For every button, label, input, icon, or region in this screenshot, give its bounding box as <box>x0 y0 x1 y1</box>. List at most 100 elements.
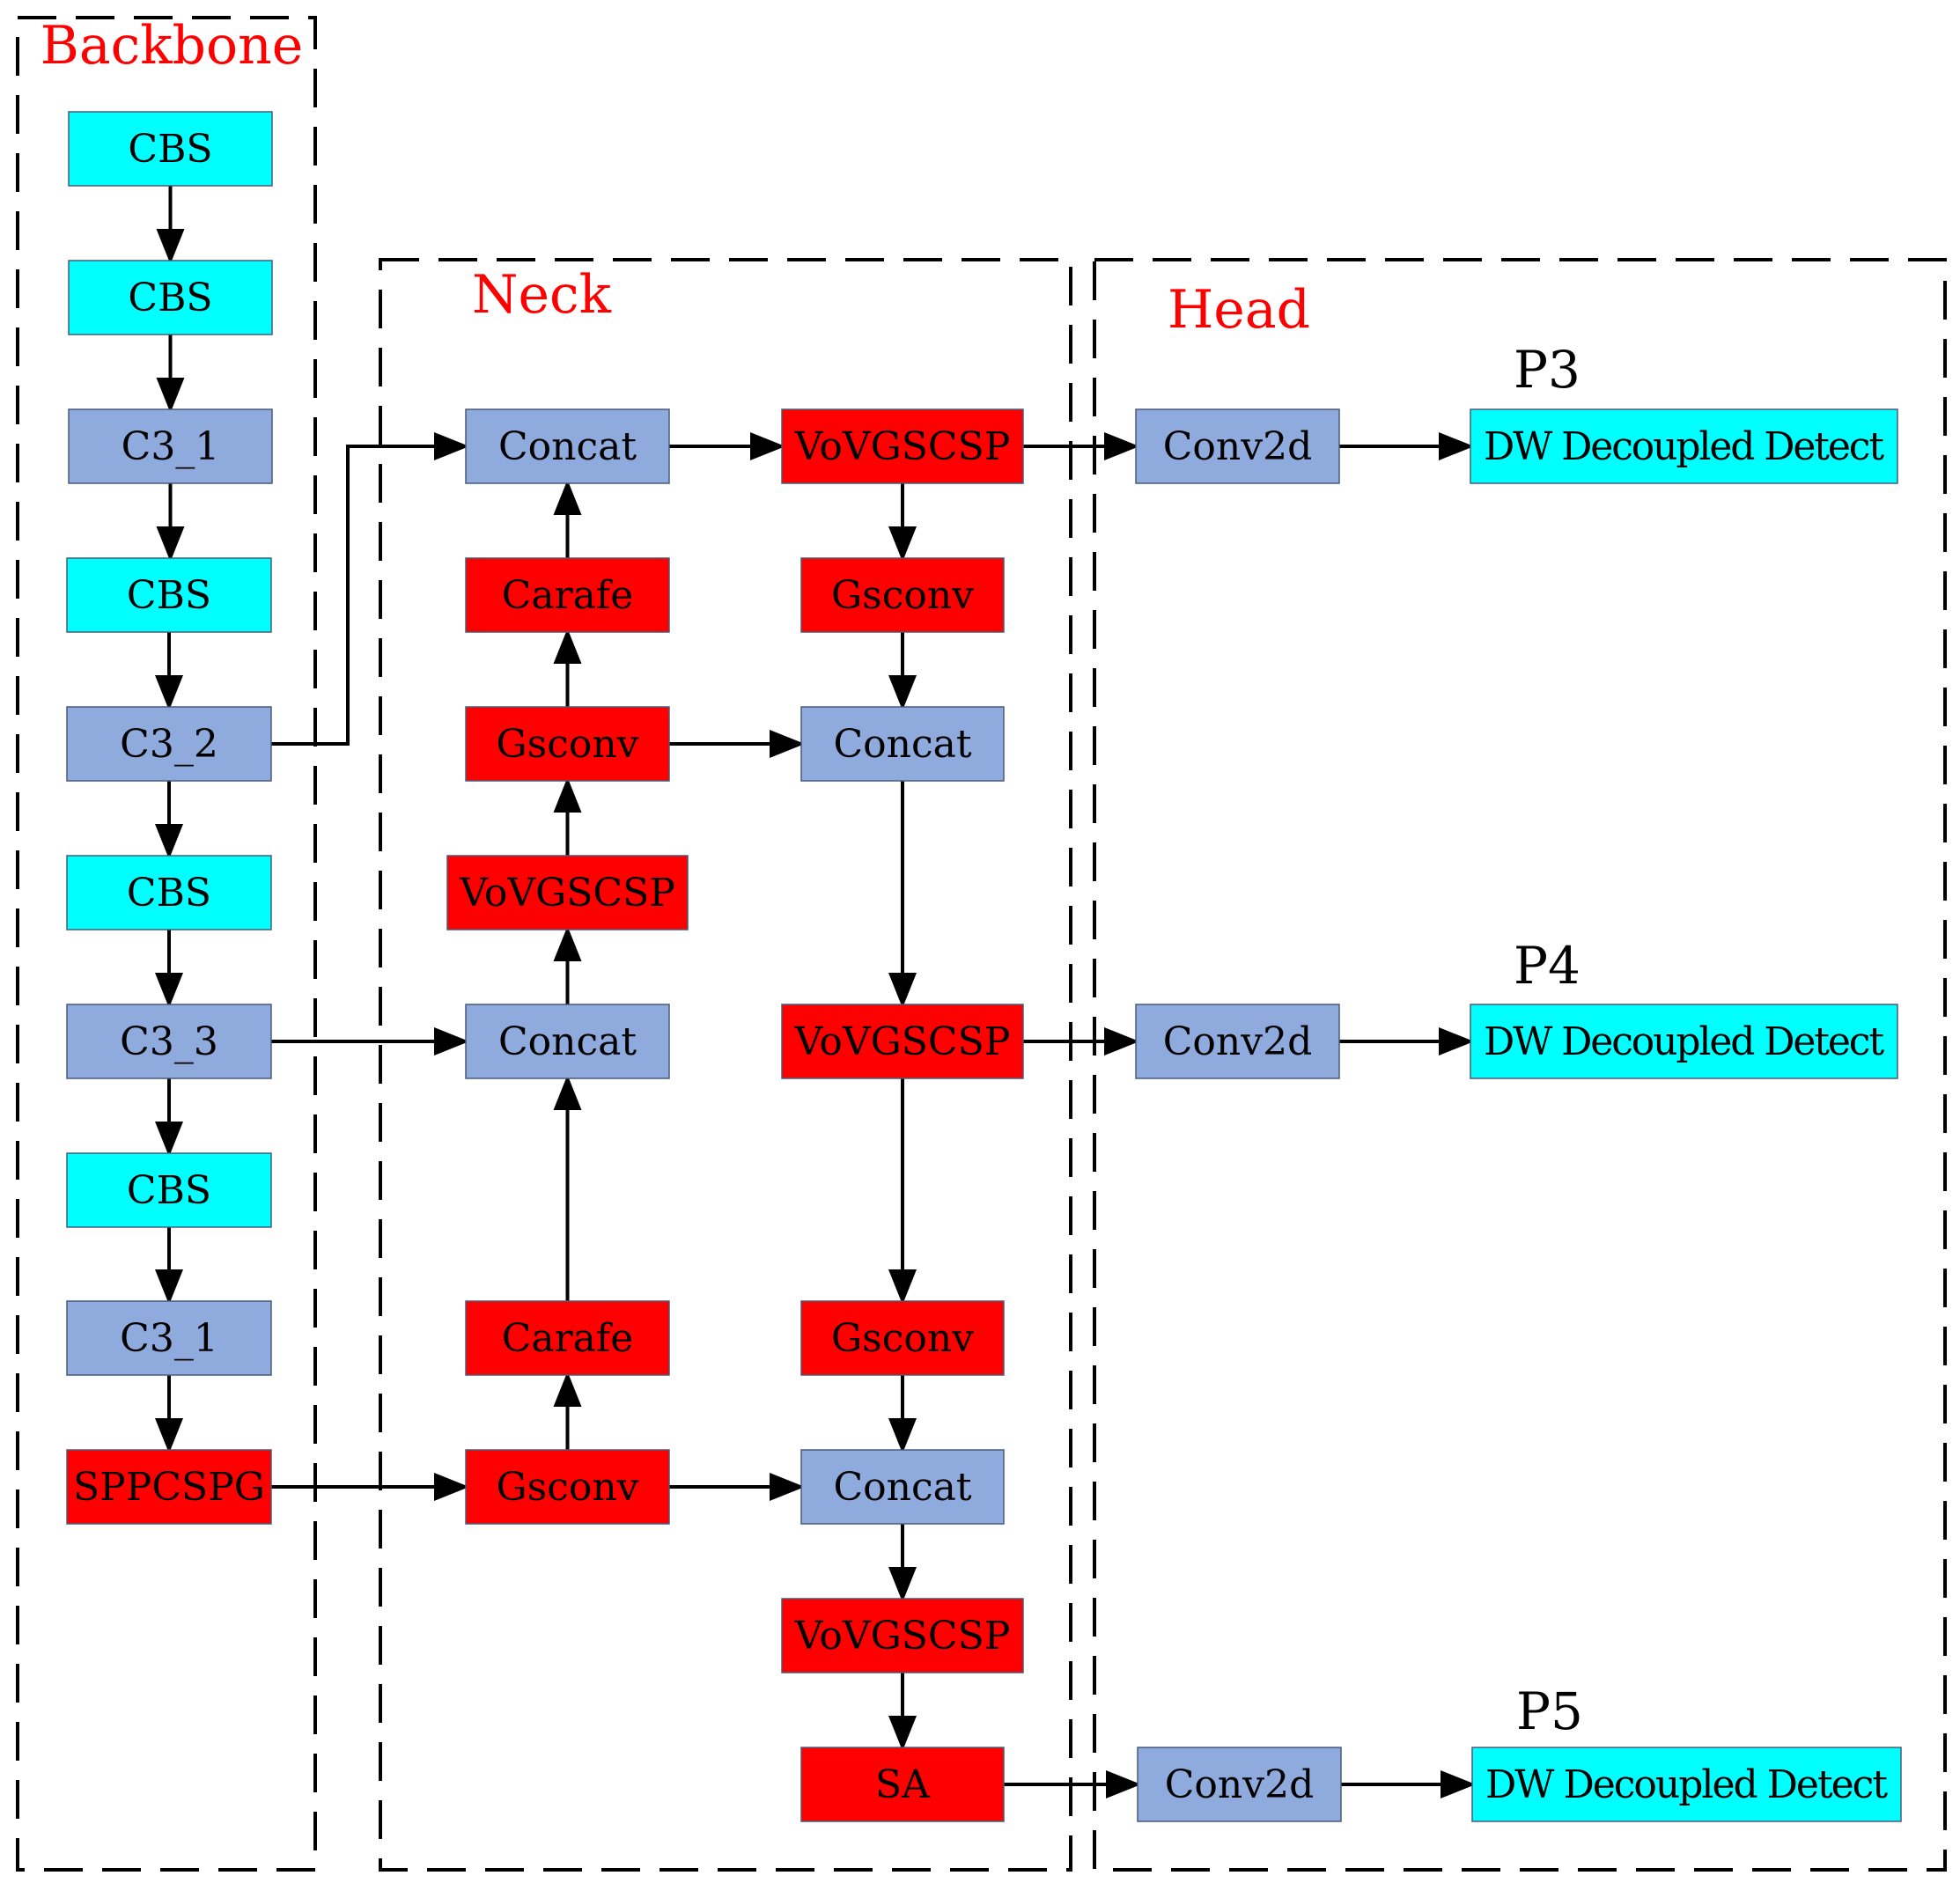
node-m6-label: Concat <box>833 1465 971 1510</box>
node-b1: CBS <box>68 111 273 187</box>
backbone-section <box>16 16 317 1872</box>
node-n6-label: Carafe <box>502 1316 634 1361</box>
node-b3: C3_1 <box>68 408 273 484</box>
node-n2-label: Carafe <box>502 573 634 618</box>
node-m8: SA <box>800 1747 1005 1822</box>
node-b8-box <box>66 1152 272 1228</box>
node-n1: Concat <box>465 408 670 484</box>
edge-b5-to-n1 <box>271 432 469 746</box>
node-b3-label: C3_1 <box>122 424 220 469</box>
p4-label: P4 <box>1514 936 1581 996</box>
node-h1-label: Conv2d <box>1163 424 1313 469</box>
node-m7: VoVGSCSP <box>781 1598 1024 1673</box>
node-b9-box <box>66 1300 272 1376</box>
node-h4-box <box>1470 1004 1898 1079</box>
node-n5-label: Concat <box>498 1019 637 1064</box>
node-n3-box <box>465 706 670 782</box>
p5-label: P5 <box>1516 1681 1583 1741</box>
node-b2: CBS <box>68 260 273 335</box>
node-h6-box <box>1471 1747 1902 1822</box>
node-m4-label: VoVGSCSP <box>794 1019 1011 1064</box>
node-b9-label: C3_1 <box>120 1316 218 1361</box>
node-n5: Concat <box>465 1004 670 1079</box>
node-m7-label: VoVGSCSP <box>794 1614 1011 1659</box>
node-n7-label: Gsconv <box>496 1465 638 1510</box>
node-n2-box <box>465 557 670 633</box>
node-h6: DW Decoupled Detect <box>1471 1747 1902 1822</box>
node-b6-label: CBS <box>127 871 211 916</box>
node-b2-label: CBS <box>128 276 212 320</box>
node-m5-label: Gsconv <box>831 1316 974 1361</box>
node-h4-label: DW Decoupled Detect <box>1484 1019 1884 1064</box>
head-title: Head <box>1168 279 1310 341</box>
node-n3: Gsconv <box>465 706 670 782</box>
node-m6-box <box>800 1449 1005 1525</box>
node-b4: CBS <box>66 557 272 633</box>
node-h5-label: Conv2d <box>1165 1762 1315 1807</box>
neck-section <box>379 258 1072 1872</box>
node-m4: VoVGSCSP <box>781 1004 1024 1079</box>
node-h4: DW Decoupled Detect <box>1470 1004 1898 1079</box>
node-h2: DW Decoupled Detect <box>1470 408 1898 484</box>
node-m2-label: Gsconv <box>831 573 974 618</box>
node-b10-box <box>66 1449 272 1525</box>
node-n3-label: Gsconv <box>496 722 638 767</box>
head-section <box>1093 258 1947 1872</box>
node-m8-label: SA <box>875 1762 931 1807</box>
node-m3-label: Concat <box>833 722 971 767</box>
node-n4-label: VoVGSCSP <box>459 871 675 916</box>
node-m3: Concat <box>800 706 1005 782</box>
node-b4-box <box>66 557 272 633</box>
node-m5-box <box>800 1300 1005 1376</box>
neck-title: Neck <box>472 264 612 326</box>
node-b3-box <box>68 408 273 484</box>
node-m2-box <box>800 557 1005 633</box>
node-b2-box <box>68 260 273 335</box>
node-n5-box <box>465 1004 670 1079</box>
node-n1-box <box>465 408 670 484</box>
node-m5: Gsconv <box>800 1300 1005 1376</box>
node-n4: VoVGSCSP <box>446 855 689 930</box>
node-h2-label: DW Decoupled Detect <box>1484 424 1884 469</box>
node-b6: CBS <box>66 855 272 930</box>
node-n7: Gsconv <box>465 1449 670 1525</box>
node-m6: Concat <box>800 1449 1005 1525</box>
node-h3-box <box>1135 1004 1340 1079</box>
node-b5-label: C3_2 <box>120 722 218 767</box>
node-b1-box <box>68 111 273 187</box>
node-b10: SPPCSPG <box>66 1449 272 1525</box>
node-h5-box <box>1137 1747 1342 1822</box>
node-h1-box <box>1135 408 1340 484</box>
node-h5: Conv2d <box>1137 1747 1342 1822</box>
node-m3-box <box>800 706 1005 782</box>
node-b1-label: CBS <box>128 127 212 172</box>
node-layer: CBSCBSC3_1CBSC3_2CBSC3_3CBSC3_1SPPCSPGCo… <box>66 111 1902 1822</box>
node-b9: C3_1 <box>66 1300 272 1376</box>
node-n6: Carafe <box>465 1300 670 1376</box>
node-b4-label: CBS <box>127 573 211 618</box>
node-m2: Gsconv <box>800 557 1005 633</box>
node-b5: C3_2 <box>66 706 272 782</box>
node-m1-box <box>781 408 1024 484</box>
node-b5-box <box>66 706 272 782</box>
node-h6-label: DW Decoupled Detect <box>1485 1762 1888 1807</box>
edge-layer <box>155 186 1476 1798</box>
node-m8-box <box>800 1747 1005 1822</box>
node-h3: Conv2d <box>1135 1004 1340 1079</box>
node-b8: CBS <box>66 1152 272 1228</box>
node-m7-box <box>781 1598 1024 1673</box>
node-b10-label: SPPCSPG <box>73 1465 265 1510</box>
node-h3-label: Conv2d <box>1163 1019 1313 1064</box>
backbone-title: Backbone <box>41 15 304 77</box>
node-m1-label: VoVGSCSP <box>794 424 1011 469</box>
node-h2-box <box>1470 408 1898 484</box>
p3-label: P3 <box>1514 340 1581 400</box>
node-m4-box <box>781 1004 1024 1079</box>
node-n1-label: Concat <box>498 424 637 469</box>
node-b8-label: CBS <box>127 1168 211 1213</box>
node-n6-box <box>465 1300 670 1376</box>
node-b7-box <box>66 1004 272 1079</box>
node-h1: Conv2d <box>1135 408 1340 484</box>
node-m1: VoVGSCSP <box>781 408 1024 484</box>
